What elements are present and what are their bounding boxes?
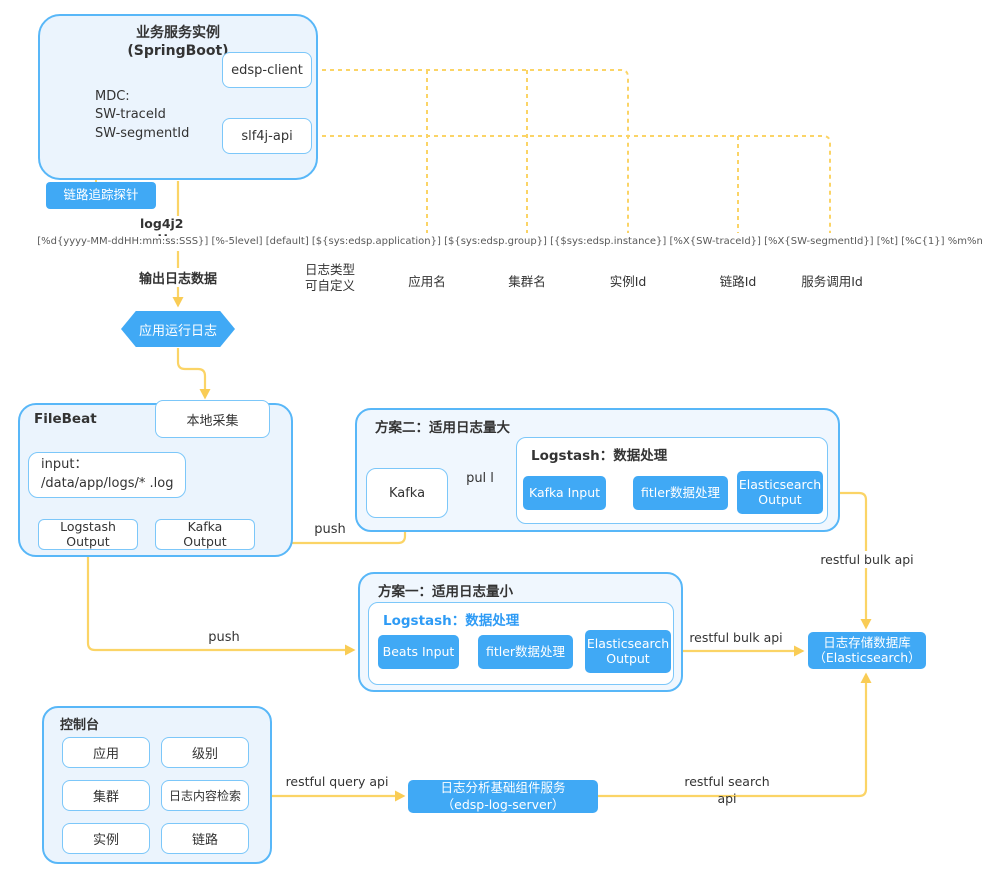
- kafka-box: Kafka: [366, 468, 448, 518]
- plan1-filter-box: fitler数据处理: [478, 635, 573, 669]
- console-title: 控制台: [60, 718, 100, 733]
- console-item-level: 级别: [161, 737, 249, 768]
- mdc-text: MDC: SW-traceId SW-segmentId: [95, 89, 190, 141]
- kafka-input-box: Kafka Input: [523, 476, 606, 510]
- plan2-title: 方案二：适用日志量大: [375, 420, 510, 436]
- kafka-output-box: Kafka Output: [155, 519, 255, 550]
- service-call-id-label: 服务调用Id: [801, 274, 863, 289]
- connector-slf4j-to-segment: [314, 135, 831, 233]
- edsp-client-box: edsp-client: [222, 52, 312, 88]
- trace-id-label: 链路Id: [719, 274, 757, 289]
- logstash-output-box: Logstash Output: [38, 519, 138, 550]
- plan2-logstash-title: Logstash：数据处理: [531, 448, 668, 464]
- log-type-label: 日志类型 可自定义: [304, 262, 355, 293]
- connector-logserver-to-esstore: [598, 672, 872, 798]
- filebeat-title: FileBeat: [34, 411, 97, 427]
- group-name-label: 集群名: [508, 274, 546, 289]
- beats-input-box: Beats Input: [378, 635, 459, 669]
- app-name-label: 应用名: [408, 274, 446, 289]
- es-store-box: 日志存储数据库 （Elasticsearch）: [808, 632, 926, 669]
- restful-bulk-api-bottom-label: restful bulk api: [689, 630, 783, 645]
- instance-id-label: 实例Id: [609, 274, 647, 289]
- filebeat-input-box: input： /data/app/logs/* .log: [28, 452, 186, 498]
- plan2-filter-box: fitler数据处理: [633, 476, 728, 510]
- output-log-label: 输出日志数据: [134, 268, 222, 287]
- local-collect-box: 本地采集: [155, 400, 270, 438]
- console-item-instance: 实例: [62, 823, 150, 854]
- restful-bulk-api-top-label: restful bulk api: [816, 551, 918, 568]
- restful-query-api-label: restful query api: [285, 774, 389, 789]
- trace-probe-badge: 链路追踪探针: [46, 182, 156, 209]
- restful-search-api-label: restful search api: [684, 774, 770, 806]
- springboot-title: 业务服务实例 (SpringBoot): [127, 25, 229, 60]
- slf4j-api-box: slf4j-api: [222, 118, 312, 154]
- connector-edspclient-to-instance: [314, 69, 629, 233]
- console-item-link: 链路: [161, 823, 249, 854]
- console-item-log-search: 日志内容检索: [161, 780, 249, 811]
- connector-plan2-to-esstore: [824, 491, 872, 630]
- log-server-box: 日志分析基础组件服务 （edsp-log-server）: [408, 780, 598, 813]
- app-log-hexagon: 应用运行日志: [121, 311, 235, 347]
- console-item-app: 应用: [62, 737, 150, 768]
- log-pattern-text: [%d{yyyy-MM-ddHH:mm:ss:SSS}] [%-5level] …: [30, 236, 990, 251]
- plan1-es-output-box: Elasticsearch Output: [585, 630, 671, 673]
- push-top-label: push: [314, 522, 346, 537]
- plan1-logstash-title: Logstash：数据处理: [383, 613, 520, 629]
- plan2-es-output-box: Elasticsearch Output: [737, 471, 823, 514]
- console-item-cluster: 集群: [62, 780, 150, 811]
- connector-logstashout-to-plan1: [86, 550, 356, 656]
- push-bottom-label: push: [208, 630, 240, 645]
- connector-kafkaout-to-kafka: [256, 520, 411, 545]
- connector-hexagon-to-collect: [176, 348, 211, 400]
- pull-label: pul l: [466, 471, 494, 486]
- plan1-title: 方案一：适用日志量小: [378, 584, 513, 600]
